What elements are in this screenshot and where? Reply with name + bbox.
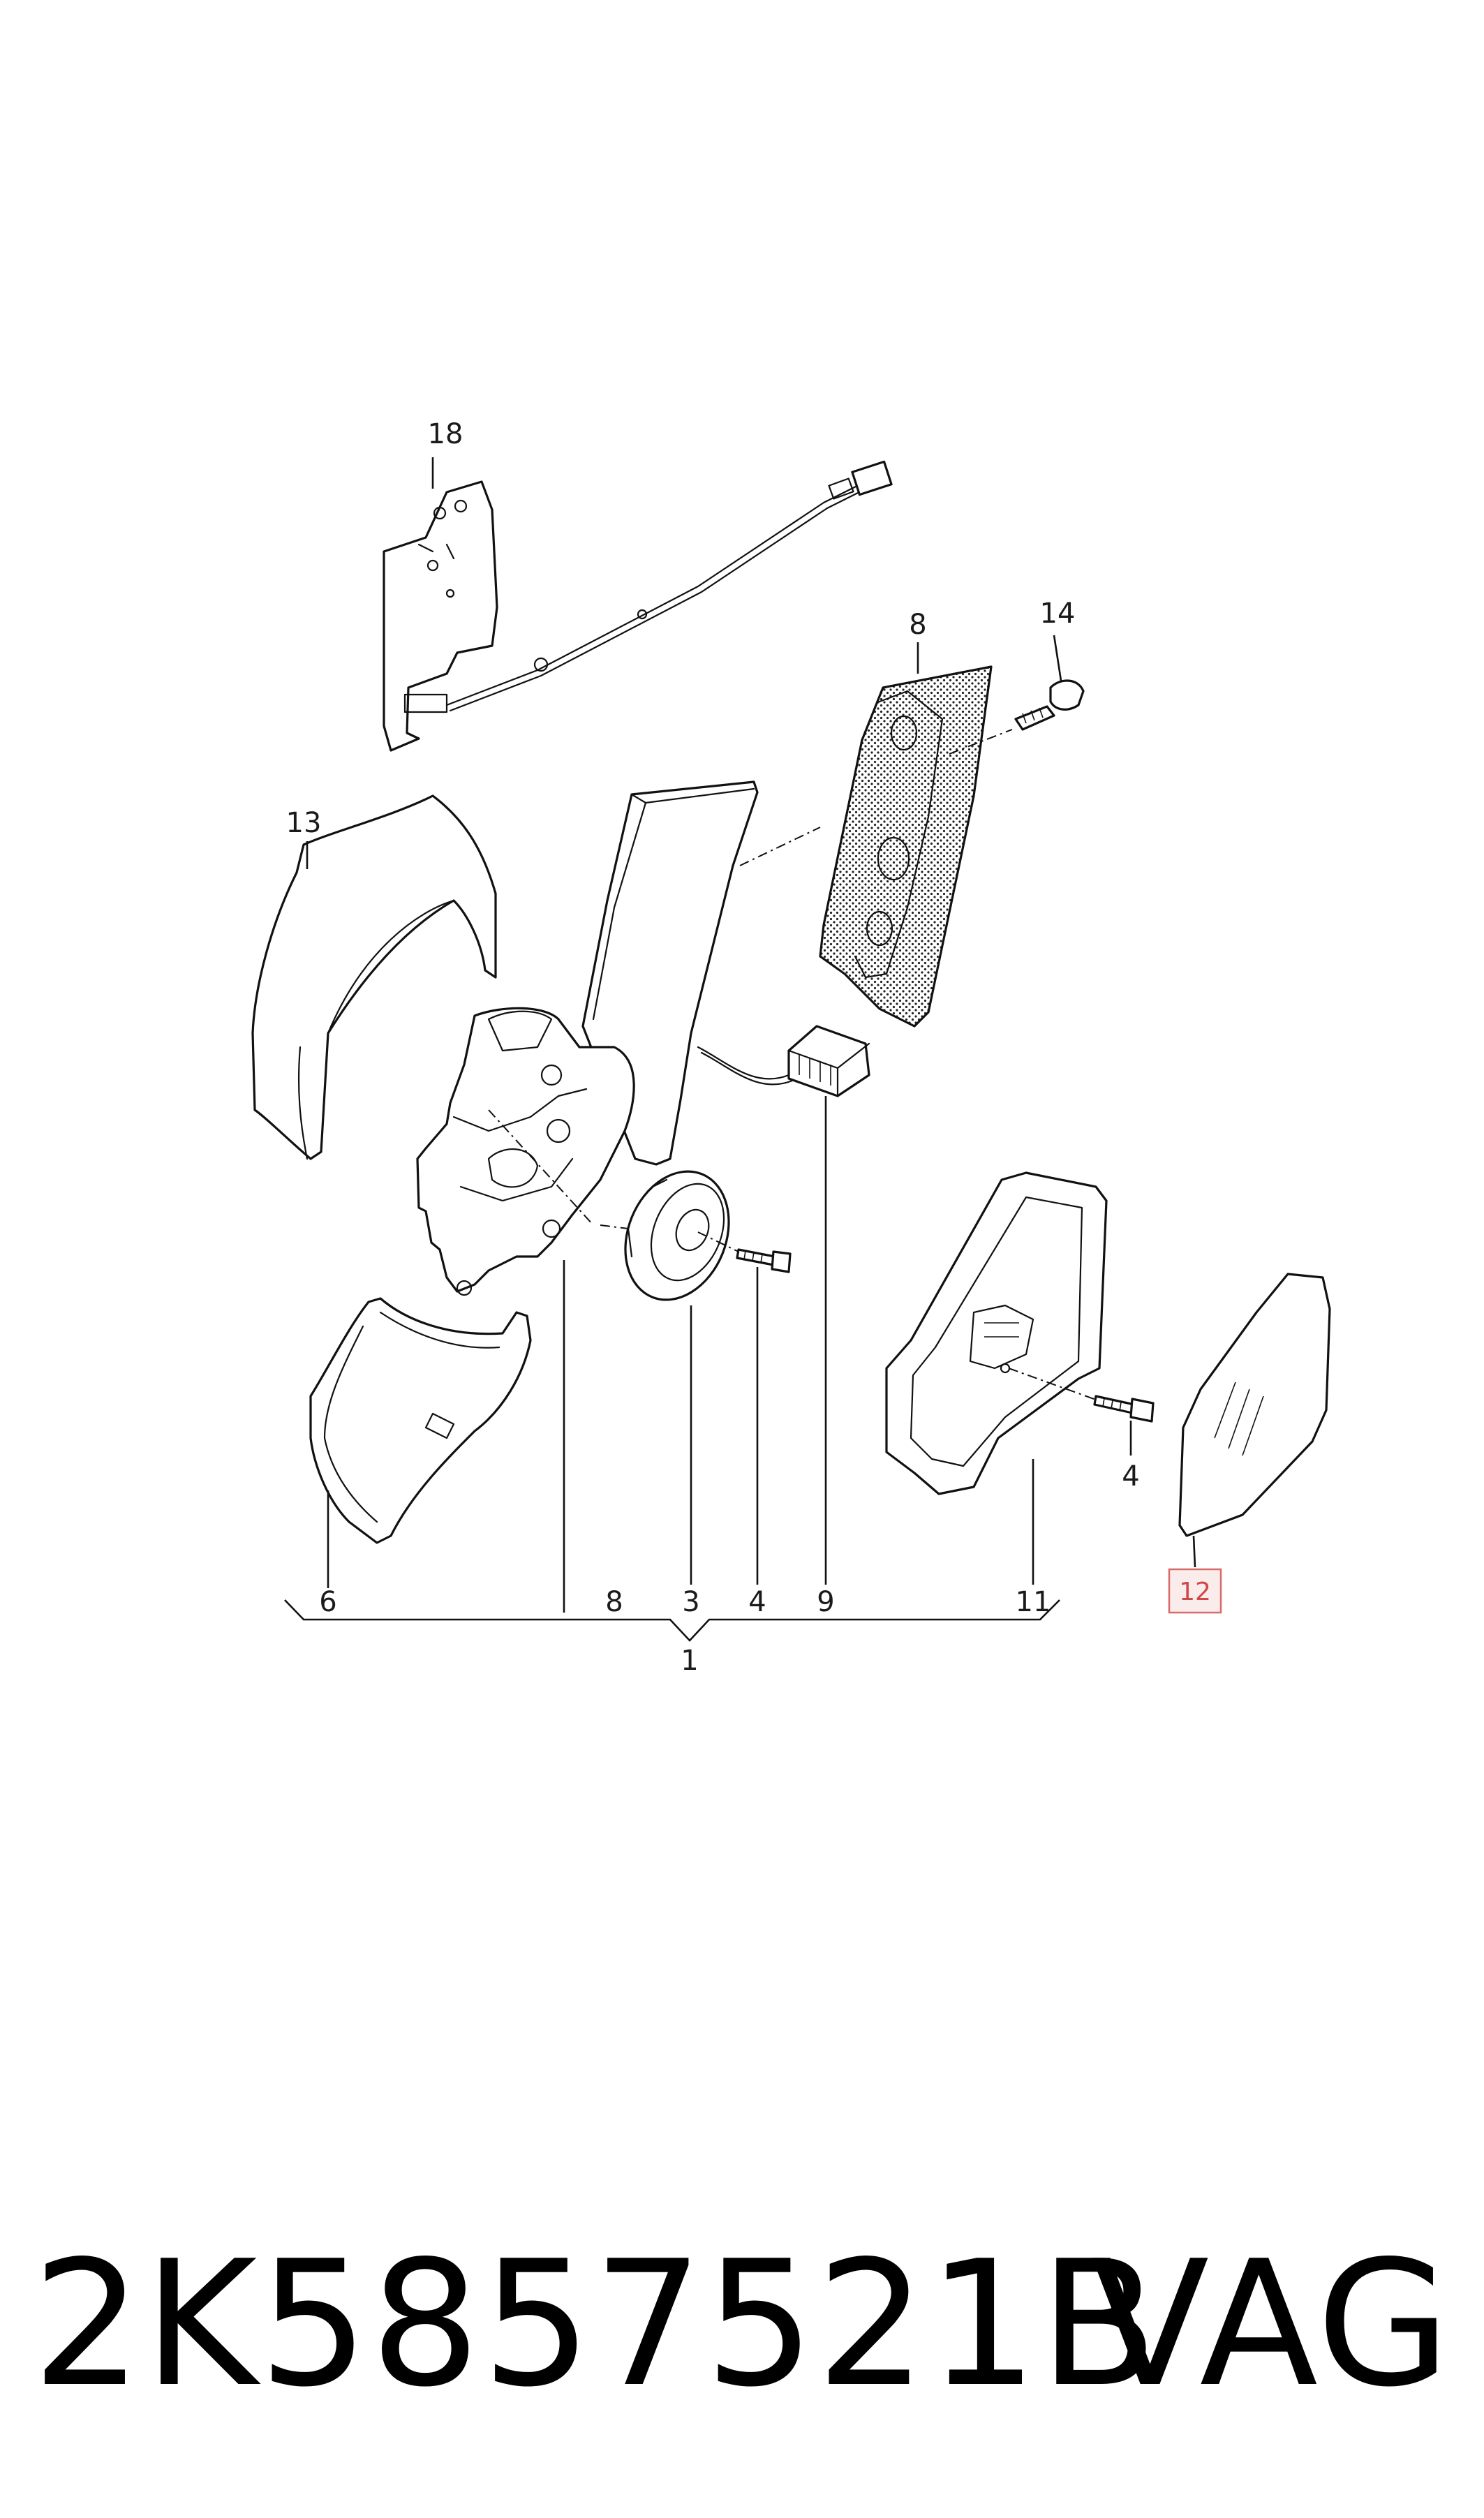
screw-part-4-right: [1093, 1395, 1155, 1423]
callout-14: 14: [1040, 598, 1076, 630]
assembly-lines: [488, 729, 1097, 1400]
mirror-glass-part-12: [1178, 1273, 1331, 1537]
callout-18: 18: [428, 418, 463, 450]
callout-12: 12: [1179, 1578, 1211, 1606]
callout-3: 3: [682, 1586, 699, 1618]
mirror-base-gasket-part-8: [819, 665, 993, 1028]
callout-13: 13: [286, 807, 322, 839]
leader-lines: [284, 457, 1196, 1642]
callout-8-bottom: 8: [605, 1586, 623, 1618]
callout-11: 11: [1016, 1586, 1051, 1618]
callout-1: 1: [681, 1645, 698, 1677]
lower-cover-part-6: [309, 1297, 532, 1544]
callout-12-highlight: [1168, 1568, 1222, 1614]
mirror-carrier-part-11: [885, 1171, 1108, 1495]
mirror-cap-part-13: [251, 794, 497, 1160]
callout-8-top: 8: [909, 609, 926, 641]
connector-part-9: [787, 1025, 870, 1097]
callout-6: 6: [319, 1586, 336, 1618]
brand-label: VAG: [1090, 2224, 1452, 2425]
bolt-part-14: [1014, 679, 1085, 731]
adjustment-motor-part-3: [624, 1170, 730, 1301]
callout-4-left: 4: [748, 1586, 766, 1618]
callout-labels: 18 8 14 13 6 8 3 4 9 11 4 1 12: [286, 418, 1222, 1677]
footer: 2K5857521B VAG: [0, 2220, 1484, 2429]
part-number: 2K5857521B: [32, 2224, 1160, 2425]
screw-part-4-left: [736, 1248, 792, 1273]
wiring-harness-part-18: [383, 460, 893, 752]
callout-4-right: 4: [1122, 1460, 1139, 1493]
callout-9: 9: [817, 1586, 834, 1618]
